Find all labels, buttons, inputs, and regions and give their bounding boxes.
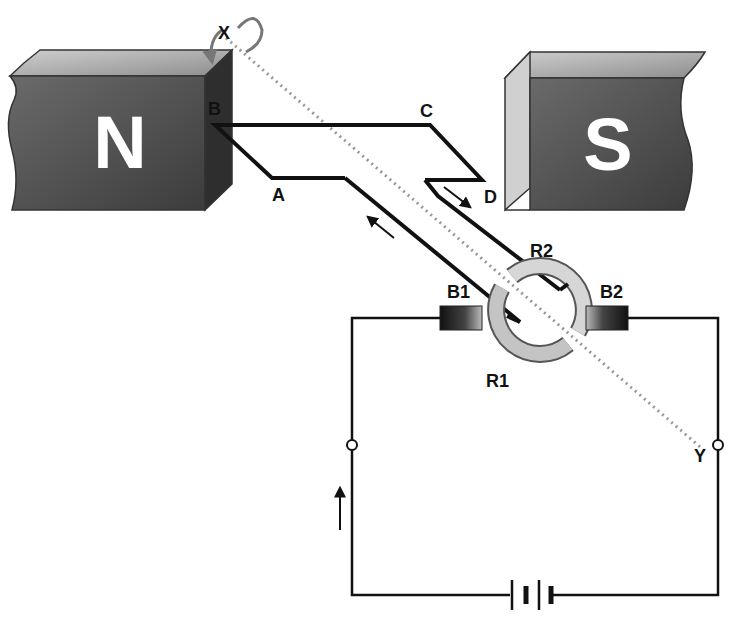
current-arrow — [339, 488, 341, 530]
commutator-half-label: R2 — [530, 242, 553, 260]
battery-symbol — [512, 580, 551, 610]
magnet-pole: N — [40, 82, 200, 204]
axis-end-label: X — [218, 24, 230, 42]
brush-label: B2 — [600, 283, 623, 301]
brush — [440, 306, 482, 330]
current-arrow — [444, 187, 470, 207]
wire — [553, 450, 718, 595]
current-arrow — [368, 217, 394, 238]
coil-lead — [560, 284, 568, 290]
axis-end-label: Y — [694, 447, 706, 465]
wire — [352, 450, 510, 595]
magnet-pole: S — [536, 84, 680, 206]
coil-corner-label: A — [272, 186, 285, 204]
coil-lead — [507, 316, 520, 322]
split-ring-commutator — [496, 266, 584, 354]
coil-corner-label: D — [484, 188, 497, 206]
rotation-arrow — [238, 18, 262, 52]
brush-label: B1 — [447, 283, 470, 301]
terminal — [347, 440, 357, 450]
south-magnet — [505, 52, 705, 210]
wire — [352, 318, 440, 440]
terminal — [713, 440, 723, 450]
rotation-axis — [226, 38, 706, 452]
north-pole-label: N — [93, 106, 146, 180]
armature-coil — [215, 125, 482, 180]
commutator-half-label: R1 — [486, 372, 509, 390]
south-pole-label: S — [583, 108, 632, 182]
wire — [628, 318, 718, 440]
coil-corner-label: B — [208, 100, 221, 118]
coil-corner-label: C — [420, 102, 433, 120]
north-magnet — [8, 50, 232, 210]
brush — [586, 306, 628, 330]
